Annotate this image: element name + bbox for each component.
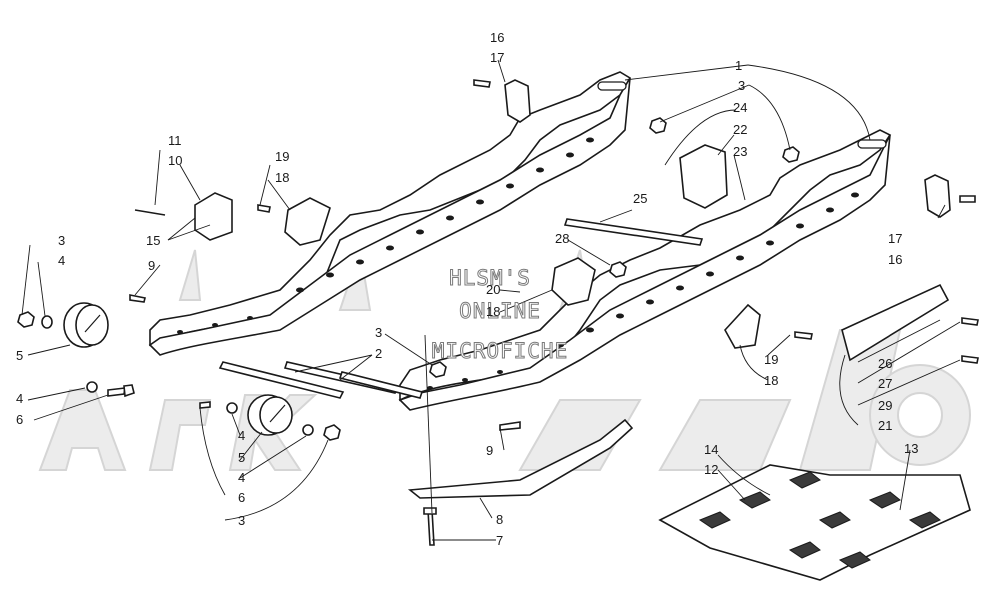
bracket-10-11 — [194, 192, 233, 241]
callout-26: 26 — [878, 356, 892, 371]
bracket-22-24 — [679, 144, 728, 209]
callout-17: 17 — [888, 231, 902, 246]
callout-5: 5 — [16, 348, 23, 363]
idler-wheel-left — [63, 302, 109, 348]
callout-4: 4 — [58, 253, 65, 268]
callout-18: 18 — [486, 304, 500, 319]
callout-10: 10 — [168, 153, 182, 168]
callout-labels: 1 2 3 3 3 3 3 4 4 4 4 5 5 6 6 7 8 9 9 10… — [16, 30, 918, 548]
callout-4: 4 — [238, 428, 245, 443]
bracket-18-20 — [551, 257, 596, 306]
idler-wheel-right — [247, 394, 293, 436]
callout-18: 18 — [275, 170, 289, 185]
callout-5: 5 — [238, 450, 245, 465]
callout-1: 1 — [735, 58, 742, 73]
bracket-16-17-top — [504, 79, 531, 123]
callout-14: 14 — [704, 442, 718, 457]
callout-3: 3 — [375, 325, 382, 340]
callout-6: 6 — [238, 490, 245, 505]
nut-icon — [17, 311, 35, 328]
callout-29: 29 — [878, 398, 892, 413]
callout-3: 3 — [58, 233, 65, 248]
callout-4: 4 — [238, 470, 245, 485]
callout-18: 18 — [764, 373, 778, 388]
watermark-line-2: ONLINE — [459, 299, 541, 323]
hardware — [17, 79, 979, 546]
callout-12: 12 — [704, 462, 718, 477]
cross-shafts — [218, 361, 424, 399]
callout-13: 13 — [904, 441, 918, 456]
leader-lines — [21, 59, 961, 541]
track-section — [658, 464, 971, 581]
callout-22: 22 — [733, 122, 747, 137]
callout-7: 7 — [496, 533, 503, 548]
callout-9: 9 — [486, 443, 493, 458]
right-rail-holes — [427, 192, 859, 390]
bracket-18-19-right — [724, 303, 761, 349]
callout-19: 19 — [764, 352, 778, 367]
callout-3: 3 — [238, 513, 245, 528]
callout-6: 6 — [16, 412, 23, 427]
callout-19: 19 — [275, 149, 289, 164]
callout-11: 11 — [168, 133, 182, 148]
callout-28: 28 — [555, 231, 569, 246]
left-rail-holes — [177, 137, 594, 334]
callout-3: 3 — [738, 78, 745, 93]
callout-9: 9 — [148, 258, 155, 273]
left-slide-rail — [148, 71, 632, 356]
watermark-line-3: MICROFICHE — [432, 339, 568, 363]
watermark-line-1: HLSM'S — [449, 266, 531, 290]
washer-icon — [41, 315, 53, 329]
brackets — [194, 79, 951, 362]
wear-plate-21 — [841, 283, 950, 362]
rail-rod — [563, 218, 704, 246]
callout-21: 21 — [878, 418, 892, 433]
bracket-18-19-left — [284, 197, 331, 246]
callout-24: 24 — [733, 100, 747, 115]
callout-27: 27 — [878, 376, 892, 391]
callout-4: 4 — [16, 391, 23, 406]
callout-17: 17 — [490, 50, 504, 65]
callout-15: 15 — [146, 233, 160, 248]
callout-16: 16 — [888, 252, 902, 267]
callout-2: 2 — [375, 346, 382, 361]
callout-16: 16 — [490, 30, 504, 45]
callout-20: 20 — [486, 282, 500, 297]
callout-23: 23 — [733, 144, 747, 159]
callout-8: 8 — [496, 512, 503, 527]
watermark: HLSM'S ONLINE MICROFICHE — [431, 266, 568, 364]
bracket-16-17-right — [924, 174, 951, 218]
callout-25: 25 — [633, 191, 647, 206]
wear-strip — [407, 418, 634, 499]
